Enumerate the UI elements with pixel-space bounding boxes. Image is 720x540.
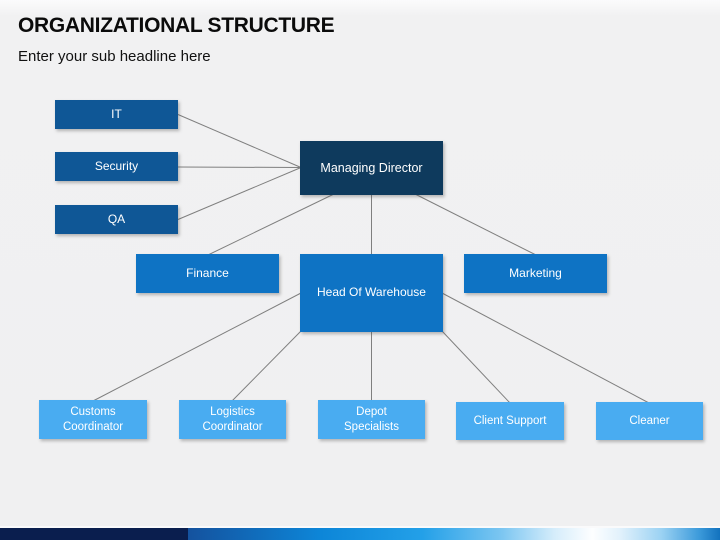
connector-md-marketing: [414, 193, 537, 256]
connector-how-customs: [92, 292, 302, 402]
org-node-security[interactable]: Security: [55, 152, 178, 181]
connector-md-finance: [207, 193, 335, 256]
org-node-cleaner[interactable]: Cleaner: [596, 402, 703, 440]
connector-how-cleaner: [441, 292, 650, 404]
org-node-qa[interactable]: QA: [55, 205, 178, 234]
connector-security-md: [177, 166, 302, 168]
slide-subtitle: Enter your sub headline here: [18, 48, 211, 65]
org-node-it[interactable]: IT: [55, 100, 178, 129]
org-node-logistics-coordinator[interactable]: Logistics Coordinator: [179, 400, 286, 439]
org-node-finance[interactable]: Finance: [136, 254, 279, 293]
org-node-customs-coordinator[interactable]: Customs Coordinator: [39, 400, 147, 439]
org-node-marketing[interactable]: Marketing: [464, 254, 607, 293]
connector-it-md: [177, 114, 302, 168]
footer-gradient-segment: [188, 528, 720, 540]
connector-qa-md: [177, 167, 302, 220]
org-node-depot-specialists[interactable]: Depot Specialists: [318, 400, 425, 439]
org-node-client-support[interactable]: Client Support: [456, 402, 564, 440]
footer-navy-segment: [0, 528, 188, 540]
footer-bar: [0, 528, 720, 540]
connector-how-logistics: [231, 330, 302, 402]
slide-title: ORGANIZATIONAL STRUCTURE: [18, 14, 335, 37]
connector-how-client-support: [441, 330, 511, 404]
org-node-head-of-warehouse[interactable]: Head Of Warehouse: [300, 254, 443, 332]
org-node-managing-director[interactable]: Managing Director: [300, 141, 443, 195]
footer-highlight-strip: [0, 526, 720, 528]
